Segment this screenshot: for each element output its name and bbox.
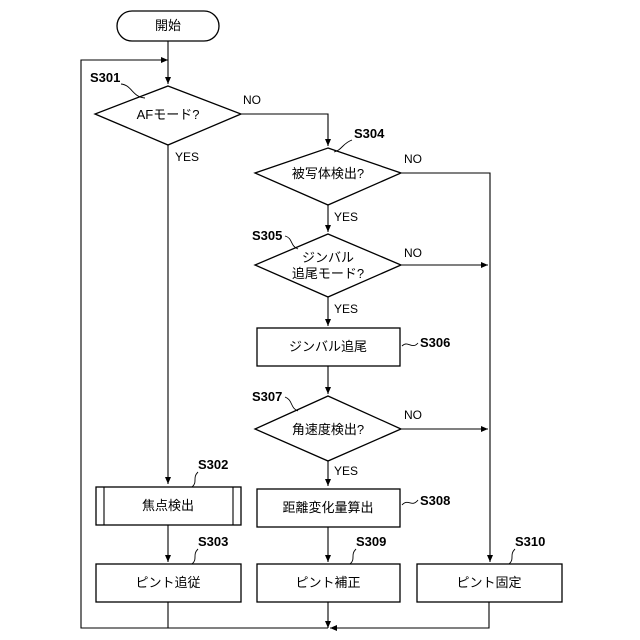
step-label-s305: S305 bbox=[252, 228, 282, 243]
yes-label-s305: YES bbox=[334, 302, 358, 316]
leader-s303 bbox=[192, 549, 198, 564]
step-label-s308: S308 bbox=[420, 493, 450, 508]
leader-s308 bbox=[402, 500, 418, 505]
no-label-s305: NO bbox=[404, 246, 422, 260]
leader-s307 bbox=[285, 397, 298, 411]
leader-s304 bbox=[334, 140, 352, 152]
step-label-s304: S304 bbox=[354, 126, 385, 141]
yes-label-s307: YES bbox=[334, 464, 358, 478]
step-label-s302: S302 bbox=[198, 457, 228, 472]
decision-s304-label: 被写体検出? bbox=[292, 166, 364, 181]
decision-s305-label-line1: ジンバル bbox=[302, 250, 354, 265]
start-label: 開始 bbox=[155, 18, 181, 33]
connector-s310-bottom bbox=[330, 602, 489, 628]
connector-s301-no bbox=[241, 114, 328, 146]
leader-s302 bbox=[192, 472, 198, 487]
step-label-s310: S310 bbox=[515, 534, 545, 549]
leader-s309 bbox=[350, 549, 356, 564]
process-s309-label: ピント補正 bbox=[295, 575, 360, 590]
step-label-s306: S306 bbox=[420, 335, 450, 350]
process-s310-label: ピント固定 bbox=[456, 575, 521, 590]
step-label-s309: S309 bbox=[356, 534, 386, 549]
no-label-s301: NO bbox=[243, 93, 261, 107]
process-s308-label: 距離変化量算出 bbox=[282, 500, 373, 515]
process-s306-label: ジンバル追尾 bbox=[289, 339, 367, 354]
yes-label-s304: YES bbox=[334, 210, 358, 224]
decision-s307-label: 角速度検出? bbox=[292, 422, 364, 437]
process-s302-label: 焦点検出 bbox=[142, 498, 194, 513]
decision-s301-label: AFモード? bbox=[137, 107, 200, 122]
leader-s306 bbox=[402, 343, 418, 346]
leader-s310 bbox=[509, 549, 515, 564]
no-label-s307: NO bbox=[404, 408, 422, 422]
decision-s305-label-line2: 追尾モード? bbox=[292, 266, 364, 281]
yes-label-s301: YES bbox=[175, 150, 199, 164]
step-label-s303: S303 bbox=[198, 534, 228, 549]
step-label-s307: S307 bbox=[252, 389, 282, 404]
step-label-s301: S301 bbox=[90, 70, 120, 85]
no-label-s304: NO bbox=[404, 152, 422, 166]
process-s303-label: ピント追従 bbox=[135, 575, 200, 590]
